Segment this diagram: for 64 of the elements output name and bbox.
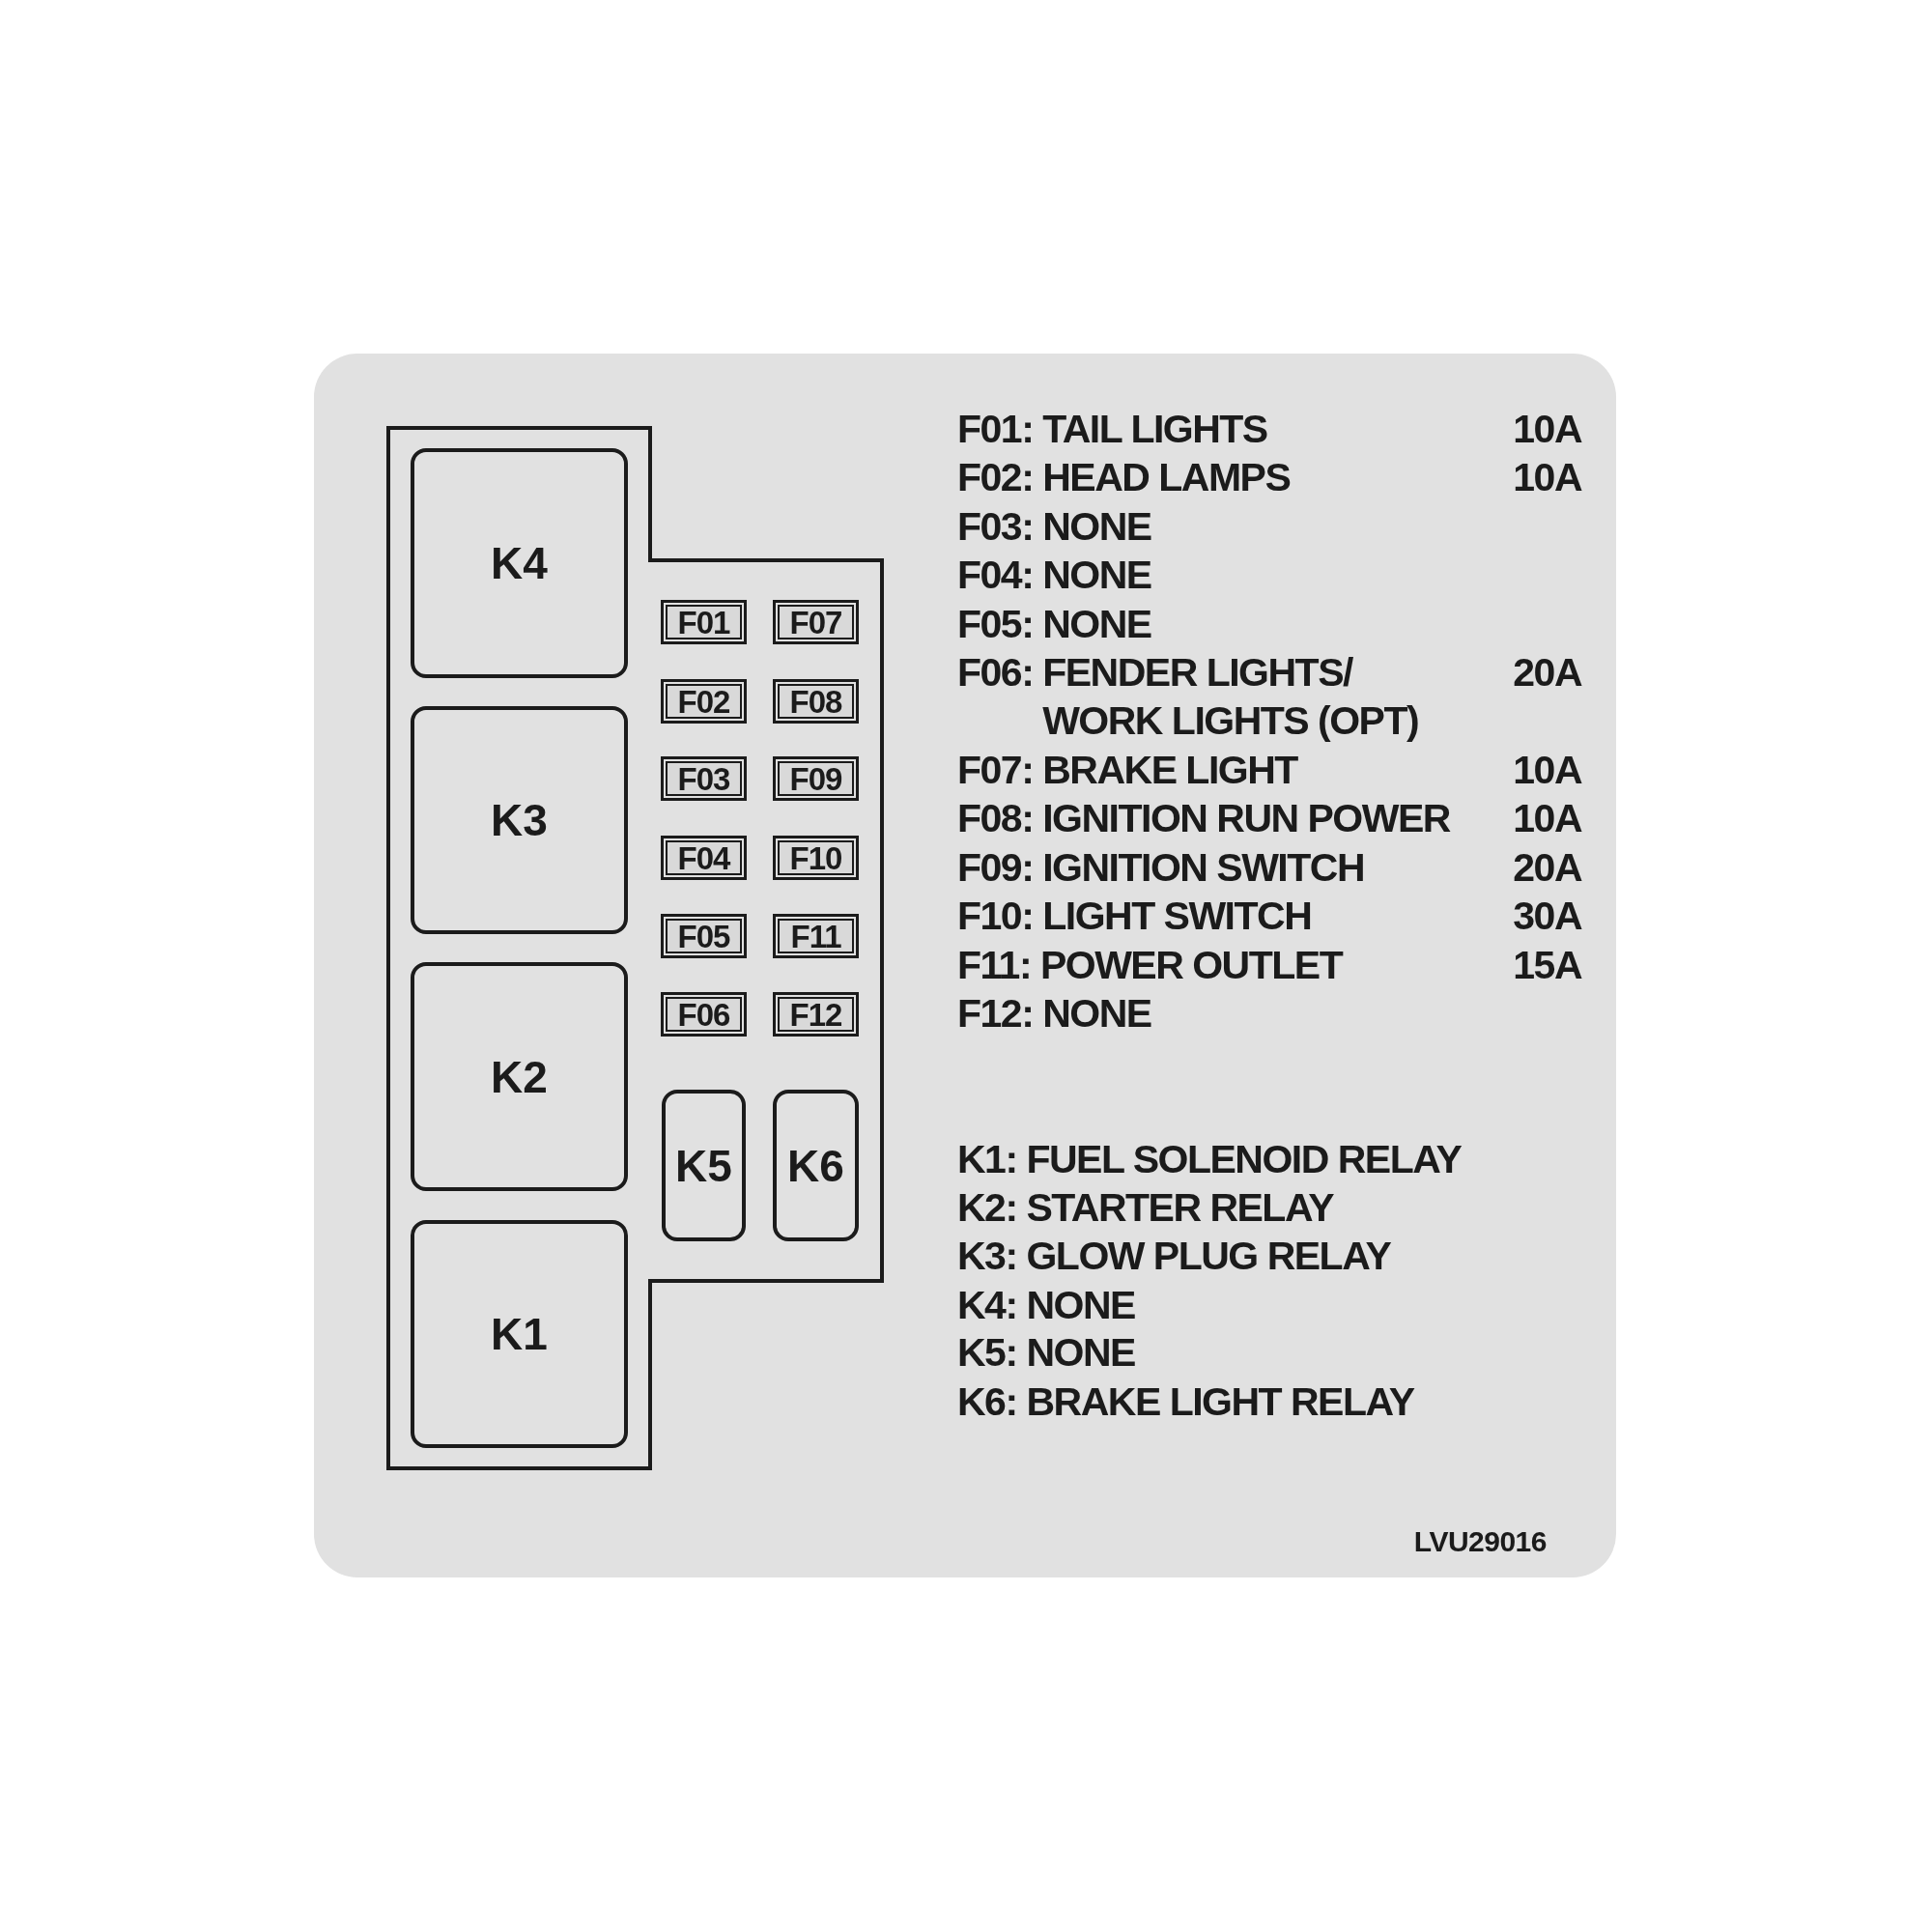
fuse-label: F08 <box>789 685 842 718</box>
fuse-slot <box>661 756 747 801</box>
fuse-description: F06: FENDER LIGHTS/ WORK LIGHTS (OPT) <box>957 649 1420 745</box>
fuse-label: F05 <box>677 920 730 952</box>
fuse-slot <box>773 756 859 801</box>
fuse-slot <box>661 914 747 958</box>
fuse-description: F02: HEAD LAMPS <box>957 454 1291 501</box>
relay-label: K4 <box>491 541 548 585</box>
fuse-slot <box>773 679 859 724</box>
fuse-slot <box>661 992 747 1037</box>
fuse-label: F12 <box>789 998 842 1031</box>
fuse-box-outline <box>386 426 884 1470</box>
fuse-label: F04 <box>677 841 730 874</box>
fuse-label: F07 <box>789 606 842 639</box>
amp-rating: 10A <box>1513 454 1581 501</box>
relay-label: K6 <box>787 1143 844 1188</box>
fuse-slot <box>773 836 859 880</box>
fuse-description: F04: NONE <box>957 552 1151 599</box>
fuse-label: F01 <box>677 606 730 639</box>
part-number: LVU29016 <box>1413 1524 1547 1559</box>
amp-rating: 20A <box>1513 844 1581 892</box>
fuse-description: F10: LIGHT SWITCH <box>957 893 1312 940</box>
relay-label: K2 <box>491 1054 548 1099</box>
relay-slot <box>773 1090 859 1241</box>
relay-slot <box>411 1220 628 1448</box>
fuse-description: F09: IGNITION SWITCH <box>957 844 1364 892</box>
fuse-description: F07: BRAKE LIGHT <box>957 747 1297 794</box>
fuse-slot <box>773 914 859 958</box>
fuse-slot <box>661 679 747 724</box>
fuse-slot <box>773 600 859 644</box>
relay-description: K5: NONE <box>957 1329 1135 1377</box>
relay-slot <box>411 706 628 934</box>
relay-label: K5 <box>675 1143 732 1188</box>
relay-label: K3 <box>491 798 548 842</box>
relay-slot <box>411 448 628 678</box>
fuse-label: F03 <box>677 762 730 795</box>
relay-label: K1 <box>491 1312 548 1356</box>
fuse-label: F06 <box>677 998 730 1031</box>
amp-rating: 15A <box>1513 942 1581 989</box>
relay-description: K4: NONE <box>957 1282 1135 1329</box>
fuse-description: F03: NONE <box>957 503 1151 551</box>
fuse-label: F02 <box>677 685 730 718</box>
amp-rating: 10A <box>1513 795 1581 842</box>
amp-rating: 10A <box>1513 747 1581 794</box>
fuse-label: F09 <box>789 762 842 795</box>
fuse-slot <box>661 600 747 644</box>
fuse-label: F10 <box>789 841 842 874</box>
fuse-description: F12: NONE <box>957 990 1151 1037</box>
relay-description: K2: STARTER RELAY <box>957 1184 1334 1232</box>
fuse-description: F11: POWER OUTLET <box>957 942 1343 989</box>
relay-slot <box>662 1090 746 1241</box>
relay-description: K6: BRAKE LIGHT RELAY <box>957 1378 1414 1426</box>
fuse-label: F11 <box>790 920 841 952</box>
fuse-slot <box>773 992 859 1037</box>
relay-description: K3: GLOW PLUG RELAY <box>957 1233 1391 1280</box>
fuse-description: F01: TAIL LIGHTS <box>957 406 1267 453</box>
relay-slot <box>411 962 628 1191</box>
amp-rating: 30A <box>1513 893 1581 940</box>
fuse-slot <box>661 836 747 880</box>
fuse-description: F05: NONE <box>957 601 1151 648</box>
fuse-description: F08: IGNITION RUN POWER <box>957 795 1450 842</box>
amp-rating: 10A <box>1513 406 1581 453</box>
relay-description: K1: FUEL SOLENOID RELAY <box>957 1136 1462 1183</box>
amp-rating: 20A <box>1513 649 1581 696</box>
